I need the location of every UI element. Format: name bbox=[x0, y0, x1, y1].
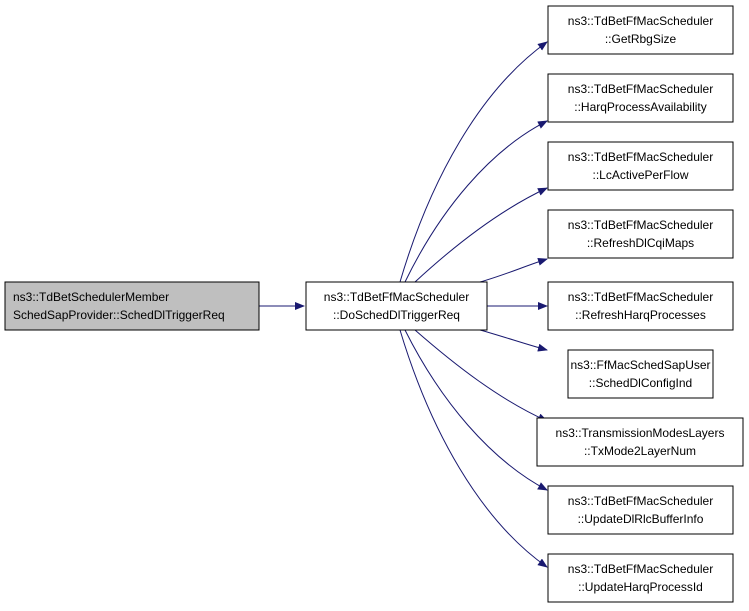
node-callee-line1: ns3::TdBetFfMacScheduler bbox=[568, 562, 713, 576]
node-lc-active-per-flow[interactable]: ns3::TdBetFfMacScheduler ::LcActivePerFl… bbox=[547, 141, 734, 191]
edges bbox=[259, 41, 548, 568]
node-callee-line2: ::SchedDlConfigInd bbox=[589, 376, 692, 390]
node-root-line1: ns3::TdBetSchedulerMember bbox=[13, 290, 169, 304]
node-callee-line2: ::GetRbgSize bbox=[605, 32, 677, 46]
node-center-line1: ns3::TdBetFfMacScheduler bbox=[324, 290, 469, 304]
node-callee-line2: ::TxMode2LayerNum bbox=[584, 444, 696, 458]
node-tx-mode-2-layer-num[interactable]: ns3::TransmissionModesLayers ::TxMode2La… bbox=[536, 417, 744, 467]
node-callee-line2: ::UpdateHarqProcessId bbox=[578, 580, 703, 594]
node-do-sched-dl-trigger-req[interactable]: ns3::TdBetFfMacScheduler ::DoSchedDlTrig… bbox=[305, 281, 488, 331]
edge-center-to-scheddlconfigind bbox=[479, 329, 548, 352]
node-root-line2: SchedSapProvider::SchedDlTriggerReq bbox=[13, 308, 225, 322]
node-update-dl-rlc-buffer-info[interactable]: ns3::TdBetFfMacScheduler ::UpdateDlRlcBu… bbox=[547, 485, 734, 535]
edge-center-to-updatedlrlcbufferinfo bbox=[404, 329, 548, 491]
node-callee-line2: ::LcActivePerFlow bbox=[592, 168, 688, 182]
node-harq-process-availability[interactable]: ns3::TdBetFfMacScheduler ::HarqProcessAv… bbox=[547, 73, 734, 123]
node-callee-line2: ::RefreshHarqProcesses bbox=[575, 308, 706, 322]
node-callee-line2: ::RefreshDlCqiMaps bbox=[587, 236, 694, 250]
edge-center-to-harqprocessavailability bbox=[404, 120, 548, 283]
node-callee-line1: ns3::TdBetFfMacScheduler bbox=[568, 82, 713, 96]
node-callee-line2: ::UpdateDlRlcBufferInfo bbox=[578, 512, 704, 526]
node-callee-line2: ::HarqProcessAvailability bbox=[574, 100, 707, 114]
node-callee-line1: ns3::TdBetFfMacScheduler bbox=[568, 218, 713, 232]
edge-center-to-lcactiveperflow bbox=[414, 187, 548, 283]
node-callee-line1: ns3::FfMacSchedSapUser bbox=[570, 358, 710, 372]
edge-center-to-getrbgsize bbox=[399, 41, 548, 283]
node-callee-line1: ns3::TdBetFfMacScheduler bbox=[568, 494, 713, 508]
edge-center-to-txmode2layernum bbox=[414, 329, 548, 422]
edge-center-to-refreshdlcqimaps bbox=[479, 257, 548, 283]
node-refresh-dl-cqi-maps[interactable]: ns3::TdBetFfMacScheduler ::RefreshDlCqiM… bbox=[547, 209, 734, 259]
node-center-line2: ::DoSchedDlTriggerReq bbox=[333, 308, 460, 322]
node-root[interactable]: ns3::TdBetSchedulerMember SchedSapProvid… bbox=[4, 281, 260, 331]
node-callee-line1: ns3::TdBetFfMacScheduler bbox=[568, 290, 713, 304]
node-get-rbg-size[interactable]: ns3::TdBetFfMacScheduler ::GetRbgSize bbox=[547, 5, 734, 55]
node-update-harq-process-id[interactable]: ns3::TdBetFfMacScheduler ::UpdateHarqPro… bbox=[547, 553, 734, 603]
node-callee-line1: ns3::TdBetFfMacScheduler bbox=[568, 14, 713, 28]
node-refresh-harq-processes[interactable]: ns3::TdBetFfMacScheduler ::RefreshHarqPr… bbox=[547, 281, 734, 331]
node-sched-dl-config-ind[interactable]: ns3::FfMacSchedSapUser ::SchedDlConfigIn… bbox=[567, 349, 714, 399]
node-callee-line1: ns3::TransmissionModesLayers bbox=[556, 426, 725, 440]
node-callee-line1: ns3::TdBetFfMacScheduler bbox=[568, 150, 713, 164]
edge-center-to-updateharqprocessid bbox=[399, 329, 548, 568]
